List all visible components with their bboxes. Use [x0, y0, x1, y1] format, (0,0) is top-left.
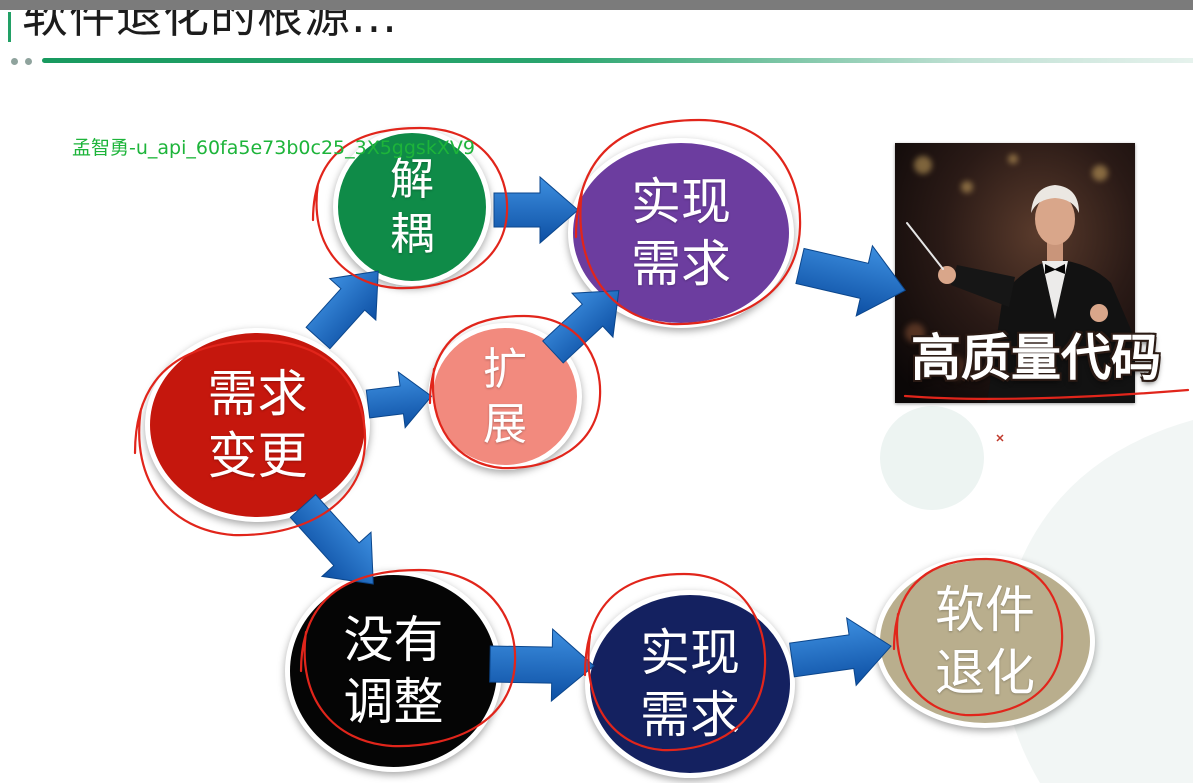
node-implement-requirement-top: 实现 需求 [568, 138, 794, 328]
node-label-line: 软件 [935, 581, 1035, 639]
baton [906, 222, 944, 270]
node-label-line: 变更 [207, 427, 308, 485]
arrow-change-to-extend [365, 370, 433, 429]
node-label-line: 需求 [207, 364, 308, 423]
video-top-bar [0, 0, 1193, 10]
node-label-line: 需求 [631, 235, 731, 293]
node-label-line: 需求 [640, 686, 740, 744]
node-label-line: 展 [483, 398, 527, 450]
conductor-photo [895, 143, 1135, 403]
node-no-adjustment: 没有 调整 [285, 570, 502, 772]
node-label-line: 没有 [343, 610, 444, 669]
node-label-line: 耦 [390, 209, 434, 260]
cursor-mark [996, 434, 1004, 442]
node-label-line: 退化 [935, 643, 1035, 702]
decor-circle [880, 406, 984, 510]
conductor-figure [906, 185, 1135, 403]
arrow-decouple-to-implement [493, 175, 579, 245]
stage-lights [905, 154, 1108, 380]
node-label-line: 调整 [343, 673, 444, 731]
node-label-line: 解 [390, 154, 434, 205]
arrow-no-adjustment-to-implement [489, 627, 595, 703]
node-requirement-change: 需求 变更 [145, 328, 370, 522]
node-label-line: 实现 [640, 623, 740, 682]
node-implement-requirement-bottom: 实现 需求 [585, 590, 795, 778]
node-label-line: 扩 [483, 343, 527, 395]
divider-dot [25, 58, 32, 65]
title-divider [42, 58, 1193, 63]
node-software-degradation: 软件 退化 [875, 555, 1095, 728]
photo-caption: 高质量代码 [911, 329, 1161, 387]
title-accent-bar [8, 12, 11, 42]
node-label-line: 实现 [631, 172, 731, 231]
node-extend: 扩 展 [428, 323, 582, 470]
divider-dot [11, 58, 18, 65]
user-watermark: 孟智勇-u_api_60fa5e73b0c25_3X5ggskXV9 [72, 137, 475, 159]
